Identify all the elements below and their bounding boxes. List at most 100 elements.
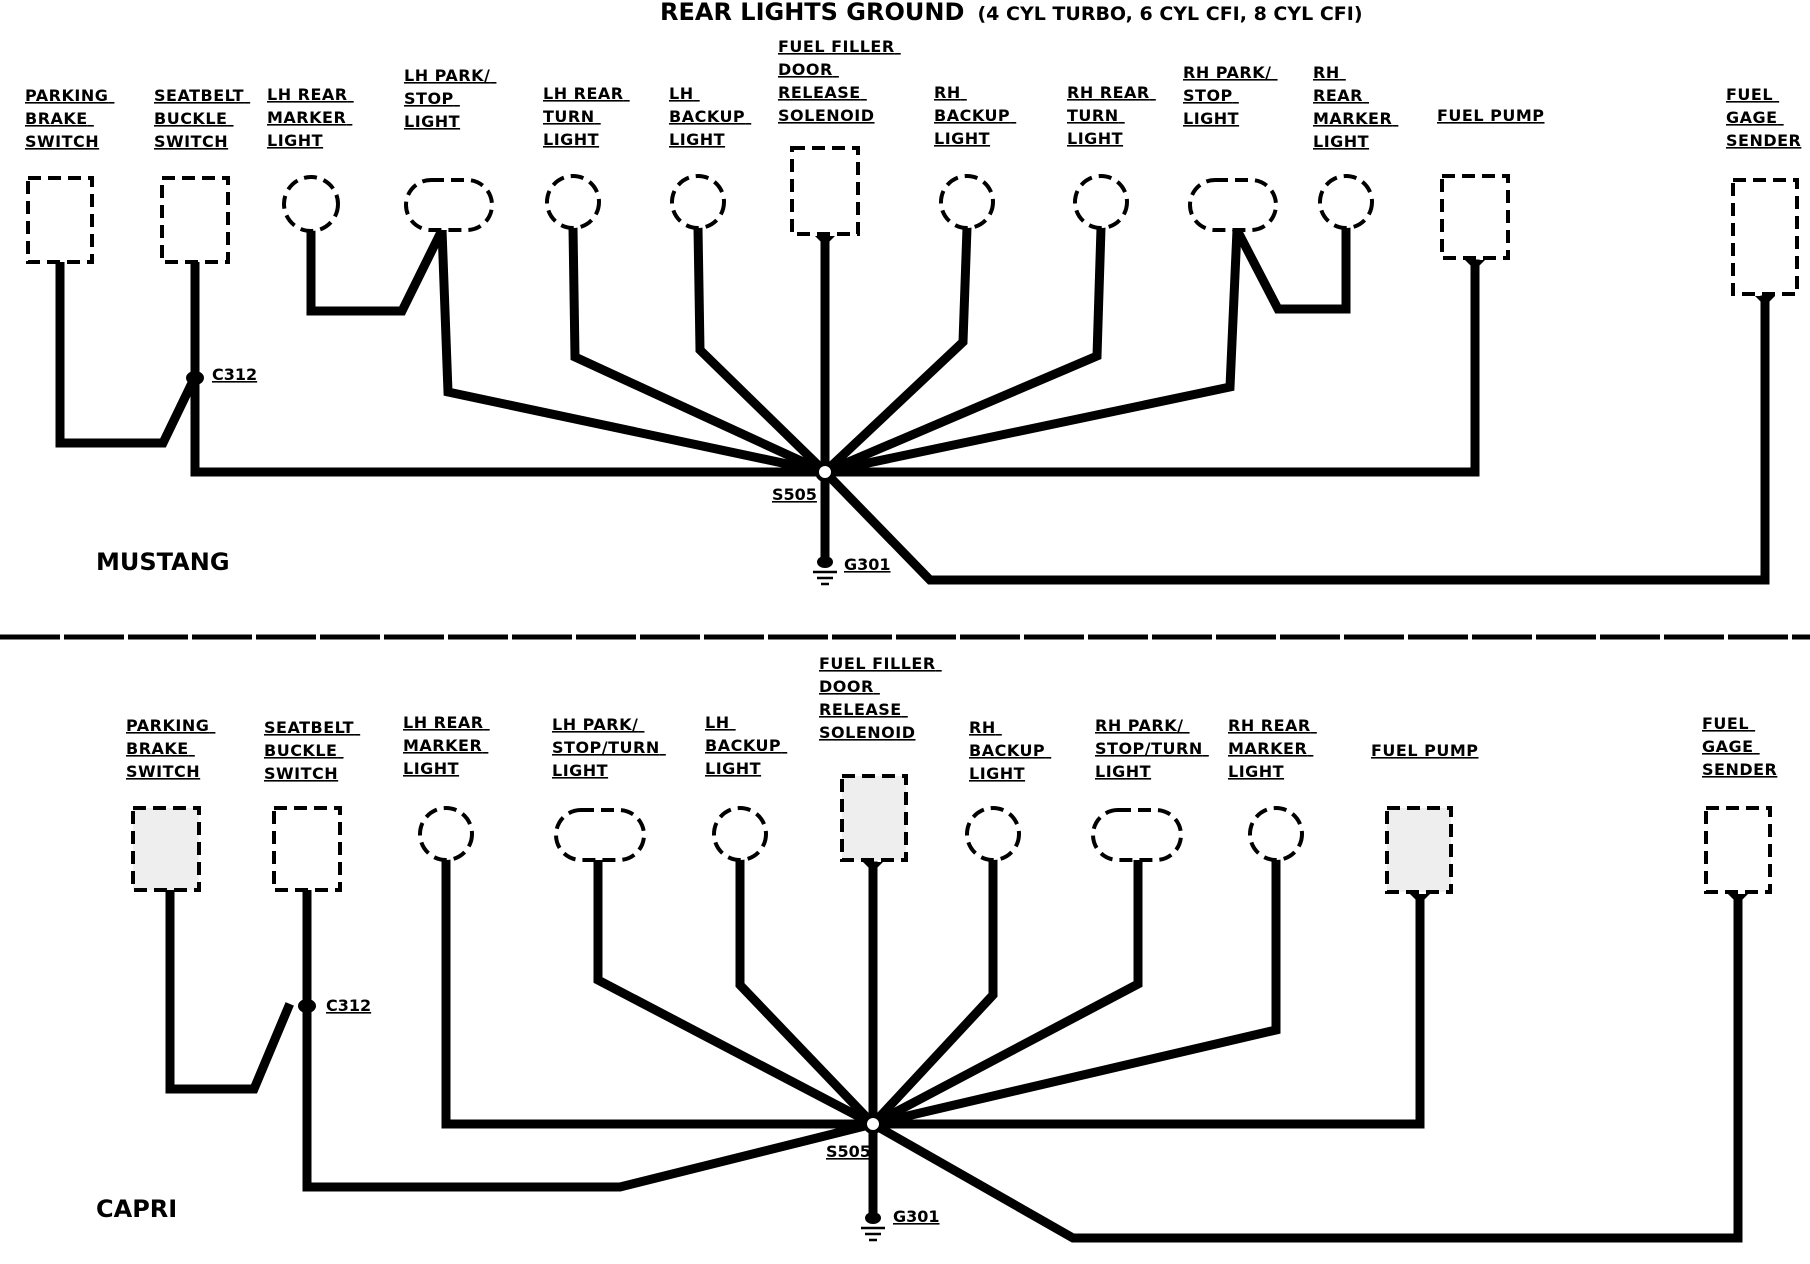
splice-s505: [815, 462, 835, 482]
wire-rh-rear-turn-light: [819, 223, 1106, 478]
label-fuel-pump: FUEL PUMP: [1371, 741, 1478, 760]
ground-g301-label: G301: [893, 1207, 940, 1226]
lh-rear-marker-light-bulb: [282, 175, 340, 233]
ground-g301-label: G301: [844, 555, 891, 574]
lh-rear-marker-light-bulb: [418, 806, 474, 862]
wire-rh-backup-light: [866, 855, 998, 1131]
label-lh-backup-light: LH BACKUP LIGHT: [669, 84, 751, 149]
label-lh-rear-marker-light: LH REAR MARKER LIGHT: [267, 85, 354, 150]
wire-parking-brake-switch: [55, 257, 198, 448]
rh-park-stop-light-bulb: [1188, 178, 1278, 232]
label-fuel-filler-door-release-solenoid: FUEL FILLER DOOR RELEASE SOLENOID: [778, 37, 901, 125]
diagram-title: REAR LIGHTS GROUND (4 CYL TURBO, 6 CYL C…: [660, 0, 1363, 26]
mustang-wires: [55, 223, 1770, 585]
label-rh-rear-turn-light: RH REAR TURN LIGHT: [1067, 83, 1156, 148]
label-rh-park-stop-turn-light: RH PARK/ STOP/TURN LIGHT: [1095, 716, 1209, 781]
wire-seatbelt-buckle-switch: [302, 885, 879, 1192]
seatbelt-buckle-switch-box: [272, 806, 342, 892]
rh-backup-light-bulb: [965, 806, 1021, 862]
wire-lh-rear-marker-light: [306, 223, 449, 316]
capri-section: C312 S505 G301 CAPRI PARKING BRAKE SWITC…: [96, 654, 1777, 1243]
lh-backup-light-bulb: [670, 174, 726, 230]
wire-rh-backup-light: [818, 223, 972, 479]
label-lh-rear-marker-light: LH REAR MARKER LIGHT: [403, 713, 490, 778]
rh-park-stop-turn-light-bulb: [1091, 808, 1183, 862]
wire-lh-backup-light: [735, 855, 880, 1131]
capri-components: [131, 774, 1772, 904]
mustang-component-labels: PARKING BRAKE SWITCH SEATBELT BUCKLE SWI…: [25, 37, 1801, 151]
label-parking-brake-switch: PARKING BRAKE SWITCH: [126, 716, 215, 781]
label-rh-rear-marker-light: RH REAR MARKER LIGHT: [1228, 716, 1317, 781]
pin-fuel-filler-solenoid: [815, 236, 835, 246]
capri-component-labels: PARKING BRAKE SWITCH SEATBELT BUCKLE SWI…: [126, 654, 1777, 783]
pin-fuel-filler-solenoid: [863, 862, 883, 872]
mustang-components: [26, 146, 1799, 306]
fuel-pump-box: [1385, 806, 1453, 894]
connector-c312-label: C312: [326, 996, 371, 1015]
label-lh-park-stop-light: LH PARK/ STOP LIGHT: [404, 66, 496, 131]
wire-lh-park-stop-turn-light: [593, 855, 880, 1131]
label-fuel-gage-sender: FUEL GAGE SENDER: [1702, 714, 1777, 779]
wire-fuel-gage-sender: [866, 895, 1743, 1243]
connector-c312: [298, 999, 316, 1013]
label-lh-rear-turn-light: LH REAR TURN LIGHT: [543, 84, 630, 149]
pin-fuel-pump: [1465, 260, 1485, 270]
label-fuel-filler-door-release-solenoid: FUEL FILLER DOOR RELEASE SOLENOID: [819, 654, 942, 742]
pin-fuel-gage-sender: [1755, 296, 1775, 306]
seatbelt-buckle-switch-box: [160, 176, 230, 264]
wire-lh-backup-light: [693, 223, 832, 479]
wire-rh-park-stop-turn-light: [866, 855, 1143, 1131]
ground-g301-symbol: [861, 1212, 885, 1242]
lh-park-stop-light-bulb: [404, 178, 494, 232]
wire-rh-rear-marker-light: [867, 855, 1281, 1130]
rh-rear-marker-light-bulb: [1318, 174, 1374, 230]
ground-g301-symbol: [813, 556, 837, 586]
fuel-filler-door-release-solenoid-box: [790, 146, 860, 236]
label-seatbelt-buckle-switch: SEATBELT BUCKLE SWITCH: [264, 718, 360, 783]
wire-rh-park-stop-light: [819, 225, 1242, 478]
splice-s505-label: S505: [826, 1142, 871, 1161]
label-fuel-gage-sender: FUEL GAGE SENDER: [1726, 85, 1801, 150]
wire-parking-brake-switch: [165, 885, 294, 1094]
fuel-gage-sender-box: [1704, 806, 1772, 894]
label-lh-backup-light: LH BACKUP LIGHT: [705, 713, 787, 778]
connector-c312: [186, 371, 204, 385]
wire-lh-park-stop-light: [437, 225, 831, 478]
splice-s505: [863, 1114, 883, 1134]
label-rh-rear-marker-light: RH REAR MARKER LIGHT: [1313, 63, 1398, 151]
diagram-title-sub: (4 CYL TURBO, 6 CYL CFI, 8 CYL CFI): [977, 3, 1362, 25]
fuel-pump-box: [1440, 174, 1510, 260]
wire-rh-rear-marker-light: [1230, 223, 1351, 314]
wire-seatbelt-buckle-switch: [190, 257, 830, 477]
parking-brake-switch-box: [26, 176, 94, 264]
label-rh-backup-light: RH BACKUP LIGHT: [969, 718, 1051, 783]
model-label-capri: CAPRI: [96, 1195, 177, 1223]
label-parking-brake-switch: PARKING BRAKE SWITCH: [25, 86, 114, 151]
lh-park-stop-turn-light-bulb: [554, 808, 646, 862]
capri-wires: [165, 855, 1743, 1243]
wire-fuel-gage-sender: [818, 295, 1770, 585]
lh-backup-light-bulb: [712, 806, 768, 862]
wire-lh-rear-marker-light: [441, 855, 878, 1129]
lh-rear-turn-light-bulb: [545, 174, 601, 230]
wire-fuel-pump: [868, 895, 1425, 1129]
label-lh-park-stop-turn-light: LH PARK/ STOP/TURN LIGHT: [552, 715, 666, 780]
diagram-title-main: REAR LIGHTS GROUND: [660, 0, 964, 26]
label-fuel-pump: FUEL PUMP: [1437, 106, 1544, 125]
label-seatbelt-buckle-switch: SEATBELT BUCKLE SWITCH: [154, 86, 250, 151]
splice-s505-label: S505: [772, 485, 817, 504]
wire-fuel-pump: [820, 259, 1480, 477]
connector-c312-label: C312: [212, 365, 257, 384]
model-label-mustang: MUSTANG: [96, 548, 230, 576]
label-rh-park-stop-light: RH PARK/ STOP LIGHT: [1183, 63, 1278, 128]
fuel-filler-door-release-solenoid-box: [840, 774, 908, 862]
pin-fuel-gage-sender: [1728, 894, 1748, 904]
parking-brake-switch-box: [131, 806, 201, 892]
wire-lh-rear-turn-light: [568, 223, 831, 478]
rh-rear-turn-light-bulb: [1073, 174, 1129, 230]
label-rh-backup-light: RH BACKUP LIGHT: [934, 83, 1016, 148]
rh-rear-marker-light-bulb: [1248, 806, 1304, 862]
rh-backup-light-bulb: [939, 174, 995, 230]
fuel-gage-sender-box: [1731, 178, 1799, 296]
